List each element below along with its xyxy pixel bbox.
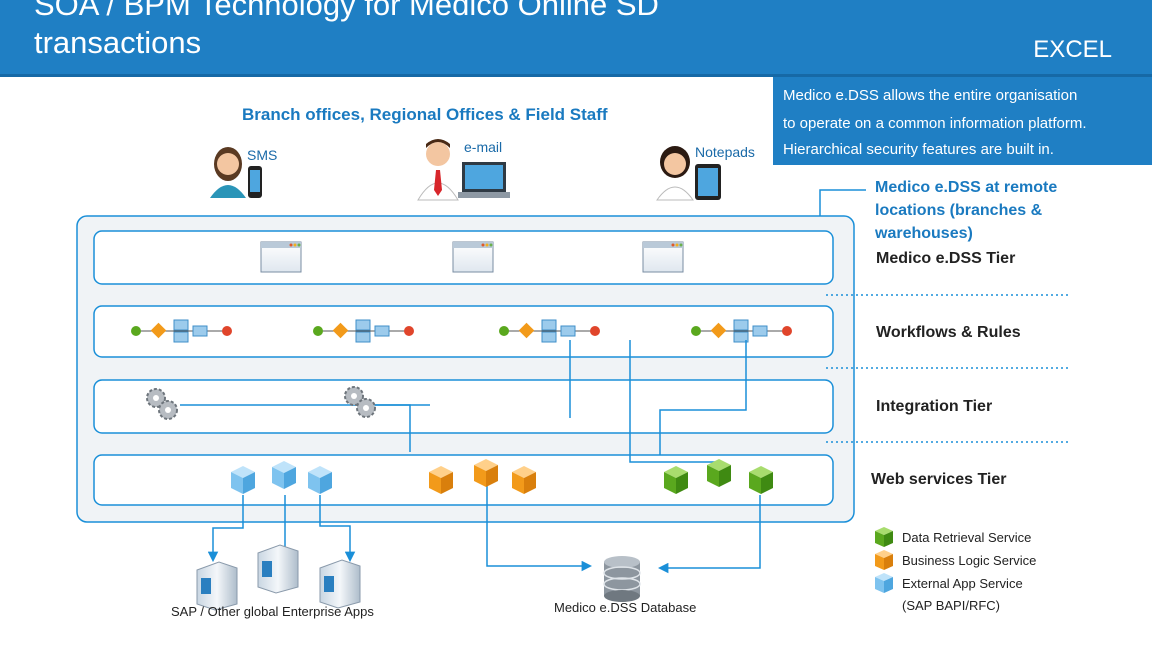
database-label: Medico e.DSS Database (554, 600, 697, 615)
server-icon (196, 561, 238, 611)
remote-locations-label: Medico e.DSS at remote locations (branch… (875, 176, 1057, 245)
server-icon (257, 544, 299, 594)
connector-line (486, 476, 593, 572)
legend-sap-bapi: (SAP BAPI/RFC) (902, 598, 1001, 613)
email-label: e-mail (464, 139, 503, 155)
legend-business-logic: Business Logic Service (902, 553, 1037, 568)
notepads-label: Notepads (695, 144, 755, 160)
tier-label-webservices: Web services Tier (871, 471, 1007, 488)
users-heading: Branch offices, Regional Offices & Field… (242, 105, 608, 124)
title-line-2: transactions (34, 25, 202, 60)
notepad-user-icon (656, 146, 721, 201)
tier-label-workflows: Workflows & Rules (876, 324, 1021, 341)
legend-blue-cube-icon (875, 573, 893, 593)
header-bar: SOA / BPM Technology for Medico Online S… (0, 0, 1152, 77)
external-app-cube-icon (272, 461, 296, 489)
info-line-2: to operate on a common information platf… (783, 115, 1087, 132)
title-line-1: SOA / BPM Technology for Medico Online S… (34, 0, 659, 22)
data-retrieval-cube-icon (749, 466, 773, 494)
connector-line (657, 495, 761, 574)
tier-box-integration (93, 379, 834, 434)
legend-orange-cube-icon (875, 550, 893, 570)
sap-apps-label: SAP / Other global Enterprise Apps (171, 604, 374, 619)
database-icon (603, 556, 641, 602)
info-panel: Medico e.DSS allows the entire organisat… (773, 77, 1152, 165)
business-logic-cube-icon (429, 466, 453, 494)
external-app-cube-icon (308, 466, 332, 494)
gears-icon (344, 386, 376, 418)
tier-label-integration: Integration Tier (876, 398, 993, 415)
page-title: SOA / BPM Technology for Medico Online S… (34, 0, 659, 62)
sms-label: SMS (247, 147, 278, 163)
external-app-cube-icon (231, 466, 255, 494)
data-retrieval-cube-icon (707, 459, 731, 487)
tier-label-edss: Medico e.DSS Tier (876, 250, 1016, 267)
remote-line-2: locations (branches & (875, 202, 1043, 219)
info-line-3: Hierarchical security features are built… (783, 141, 1054, 158)
email-user-icon (417, 139, 510, 201)
legend-data-retrieval: Data Retrieval Service (902, 530, 1032, 545)
excel-label: EXCEL (1033, 36, 1112, 63)
business-logic-cube-icon (512, 466, 536, 494)
screen-icon (260, 241, 302, 273)
info-line-1: Medico e.DSS allows the entire organisat… (783, 87, 1078, 104)
connector-line (207, 495, 244, 563)
remote-line-1: Medico e.DSS at remote (875, 179, 1058, 196)
tier-box-workflows (93, 305, 834, 358)
connector-line (319, 495, 356, 563)
legend-green-cube-icon (875, 527, 893, 547)
screen-icon (452, 241, 494, 273)
server-icon (319, 559, 361, 609)
data-retrieval-cube-icon (664, 466, 688, 494)
business-logic-cube-icon (474, 459, 498, 487)
sms-user-icon (210, 147, 262, 198)
connector-line (629, 340, 720, 463)
remote-bracket (819, 189, 866, 216)
gears-icon (146, 388, 178, 420)
remote-line-3: warehouses) (875, 225, 973, 242)
legend-external-app: External App Service (902, 576, 1023, 591)
screen-icon (642, 241, 684, 273)
connector-line (659, 340, 747, 455)
